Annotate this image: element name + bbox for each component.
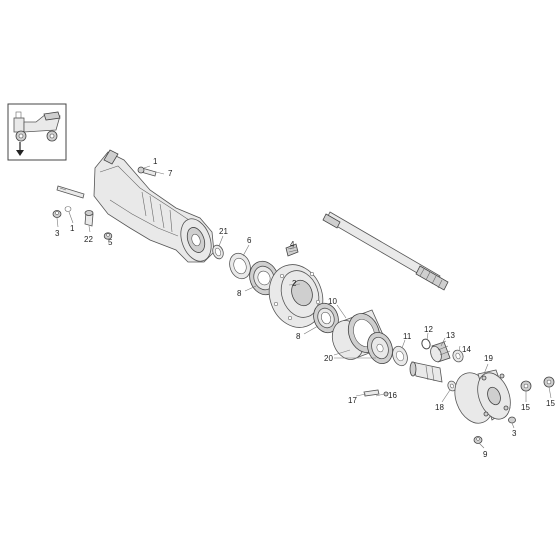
arrow-down-icon xyxy=(16,142,24,156)
callout-18: 18 xyxy=(435,403,444,412)
callout-1-left: 1 xyxy=(70,224,75,233)
callout-21: 21 xyxy=(219,227,228,236)
callout-16: 16 xyxy=(388,391,397,400)
bolt-4 xyxy=(285,243,299,257)
circlip-12 xyxy=(421,338,431,350)
sun-gear-11 xyxy=(392,345,408,367)
nut-3-right xyxy=(508,416,516,424)
stub-shaft xyxy=(409,361,443,383)
callout-2: 2 xyxy=(292,279,297,288)
washer-18 xyxy=(447,380,457,392)
vehicle-inset xyxy=(7,103,67,161)
bolt-7 xyxy=(137,166,157,177)
callout-labels: 1 7 3 1 22 5 21 6 4 8 2 10 8 20 11 12 13… xyxy=(55,157,555,459)
bolt-22 xyxy=(84,210,94,227)
callout-8-second: 8 xyxy=(296,332,301,341)
dumper-vehicle-icon xyxy=(13,111,61,142)
nut-3-left xyxy=(52,210,62,218)
callout-19: 19 xyxy=(484,354,493,363)
callout-3-left: 3 xyxy=(55,229,60,238)
callout-7: 7 xyxy=(168,169,173,178)
drive-shaft xyxy=(322,211,449,291)
leader-lines xyxy=(56,165,552,449)
callout-11: 11 xyxy=(403,332,412,341)
callout-13: 13 xyxy=(446,331,455,340)
callout-9: 9 xyxy=(483,450,488,459)
callout-14: 14 xyxy=(462,345,471,354)
ring-6 xyxy=(229,252,251,280)
axle-housing xyxy=(93,149,215,263)
callout-3-right: 3 xyxy=(512,429,517,438)
bearing-8-outer xyxy=(313,302,339,334)
callout-22: 22 xyxy=(84,235,93,244)
callout-10: 10 xyxy=(328,297,337,306)
bolt-9 xyxy=(473,436,483,444)
gear-13 xyxy=(430,340,451,363)
callout-8-first: 8 xyxy=(237,289,242,298)
washer-1-left xyxy=(64,206,72,212)
spacer-14 xyxy=(452,349,464,363)
planet-carrier-20 xyxy=(367,332,393,364)
wheel-hub-19 xyxy=(454,369,511,424)
pin-17 xyxy=(363,389,380,397)
callout-4: 4 xyxy=(290,240,295,249)
callout-17: 17 xyxy=(348,396,357,405)
wheel-nut-15-right xyxy=(543,376,555,388)
wheel-nut-15-left xyxy=(520,380,532,392)
callout-1-top: 1 xyxy=(153,157,158,166)
stud-bolt xyxy=(56,185,85,199)
callout-6: 6 xyxy=(247,236,252,245)
callout-20: 20 xyxy=(324,354,333,363)
callout-12: 12 xyxy=(424,325,433,334)
callout-5: 5 xyxy=(108,238,113,247)
callout-15-left: 15 xyxy=(521,403,530,412)
seal-ring-21 xyxy=(212,244,224,260)
callout-15-right: 15 xyxy=(546,399,555,408)
hub-carrier-2 xyxy=(268,264,324,328)
